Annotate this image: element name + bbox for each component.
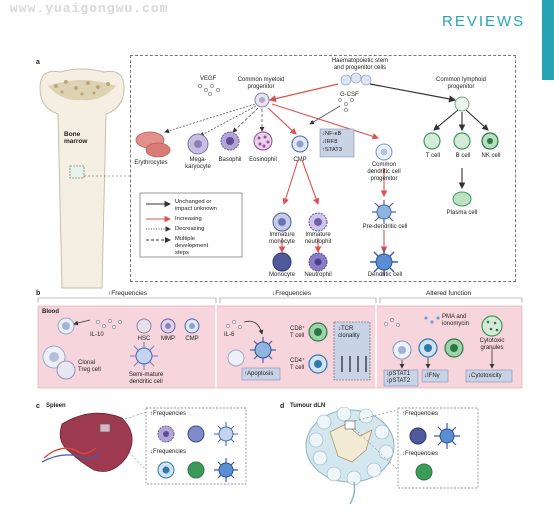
cmp-label: CMP <box>293 157 307 163</box>
bone-marrow-label: Bone marrow <box>64 131 88 145</box>
dc-label: Dendritic cell <box>367 272 403 278</box>
b-col1-header: ↑Frequencies <box>108 290 148 297</box>
signal-stat3: ↑STAT3 <box>322 147 343 153</box>
immature-monocyte-label: Immature monocyte <box>268 232 295 245</box>
legend-decreasing: Decreasing <box>175 226 205 232</box>
cdp-label: Common dendritic cell progenitor <box>367 162 401 182</box>
lymphoid-label: Common lymphoid progenitor <box>435 77 487 90</box>
section-title: REVIEWS <box>442 13 526 30</box>
d-up-label: ↑Frequencies <box>402 411 439 417</box>
tcr-label: ↓TCR clonality <box>338 326 360 339</box>
watermark: www.yuaigongwu.com <box>10 1 169 16</box>
il6-label: IL-6 <box>224 332 235 338</box>
bcell-label: B cell <box>455 153 471 159</box>
signal-nfkb: ↓NF-κB <box>322 131 342 137</box>
legend-multiple: Multiple development steps <box>175 236 209 256</box>
c-up-label: ↑Frequencies <box>150 411 187 417</box>
cd8-label: CD8⁺ T cell <box>290 326 306 339</box>
b-cmp-label: CMP <box>185 336 199 342</box>
hsc-label: Haematopoietic stem and progenitor cells <box>331 58 389 71</box>
b-col3-header: Altered function <box>426 290 472 297</box>
vegf-label: VEGF <box>200 76 217 82</box>
b-hsc-label: HSC <box>137 336 151 342</box>
d-down-label: ↓Frequencies <box>402 451 439 457</box>
predc-label: Pre-dendritic cell <box>362 224 408 230</box>
legend-unchanged: Unchanged or impact unknown <box>175 199 217 212</box>
semimature-dc-label: Semi-mature dendritic cell <box>128 372 164 385</box>
apoptosis-label: ↑Apoptosis <box>244 371 274 377</box>
eosinophil-label: Eosinophil <box>249 157 277 163</box>
gcsf-label: G-CSF <box>340 92 359 98</box>
neutrophil-label: Neutrophil <box>304 272 332 278</box>
cytotoxicity-label: ↓Cytotoxicity <box>468 373 502 379</box>
plasma-label: Plasma cell <box>446 210 478 216</box>
legend-increasing: Increasing <box>175 216 202 222</box>
nkcell-label: NK cell <box>481 153 501 159</box>
c-down-label: ↓Frequencies <box>150 449 187 455</box>
cd4-label: CD4⁺ T cell <box>290 358 306 371</box>
tumour-dln-title: Tumour dLN <box>290 403 326 409</box>
il10-label: IL-10 <box>90 332 104 338</box>
ifng-label: ↓IFNγ <box>424 373 440 379</box>
side-tab <box>542 0 554 80</box>
pstat-label: ↓pSTAT1 ↓pSTAT2 <box>386 371 411 384</box>
panel-a-letter: a <box>36 59 40 66</box>
megakaryocyte-label: Mega- karyocyte <box>185 157 211 170</box>
pma-label: PMA and ionomycin <box>442 314 470 327</box>
panel-c-letter: c <box>36 403 40 410</box>
monocyte-label: Monocyte <box>268 272 295 278</box>
blood-label: Blood <box>42 309 59 315</box>
clonal-treg-label: Clonal Treg cell <box>78 360 101 373</box>
spleen-title: Spleen <box>46 403 66 409</box>
b-col2-header: ↓Frequencies <box>272 290 312 297</box>
panel-a-box <box>130 55 516 282</box>
myeloid-label: Common myeloid progenitor <box>237 77 285 90</box>
erythrocytes-label: Erythrocytes <box>134 160 168 166</box>
immature-neutrophil-label: Immature neutrophil <box>304 232 332 245</box>
panel-b-letter: b <box>36 290 41 297</box>
basophil-label: Basophil <box>218 157 242 163</box>
signal-irf8: ↓IRF8 <box>322 139 338 145</box>
tcell-label: T cell <box>425 153 441 159</box>
panel-d-letter: d <box>280 403 285 410</box>
bone-illustration <box>39 68 125 289</box>
b-mmp-label: MMP <box>161 336 175 342</box>
cytotoxic-granules-label: Cytotoxic granules <box>479 338 505 351</box>
